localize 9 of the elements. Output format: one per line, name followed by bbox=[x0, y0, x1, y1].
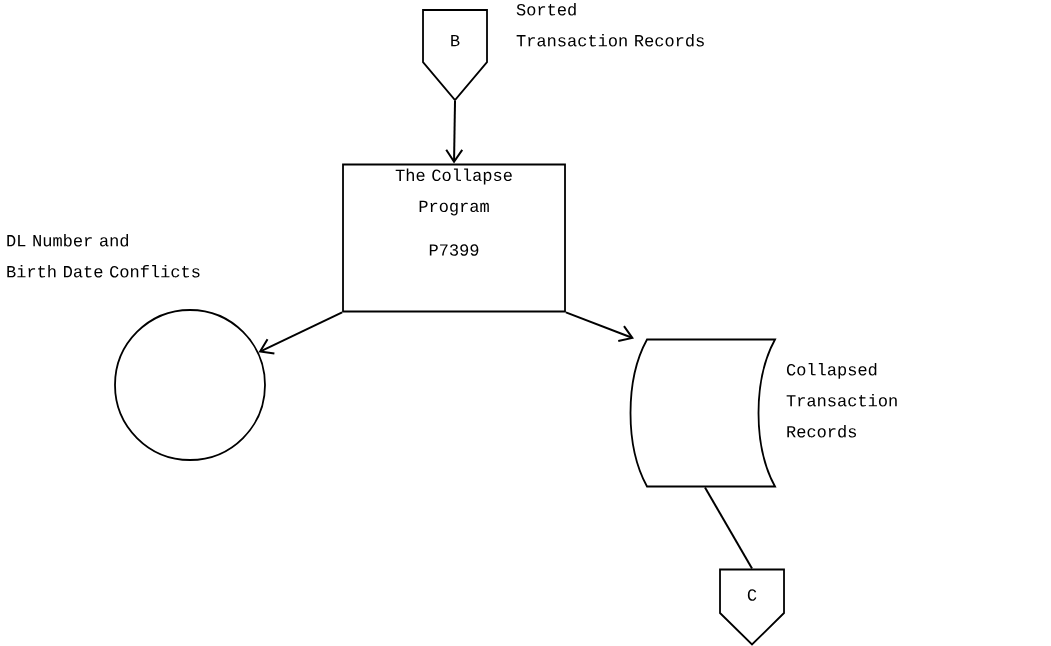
off-page-connector: B bbox=[422, 9, 488, 102]
off-page-connector: C bbox=[719, 568, 785, 646]
arrow bbox=[258, 311, 344, 355]
arrow bbox=[564, 311, 634, 343]
node-caption: DL Number and Birth Date Conflicts bbox=[7, 234, 200, 278]
node-caption: Sorted Transaction Records bbox=[516, 3, 704, 47]
node-caption: Collapsed Transaction Records bbox=[786, 363, 897, 438]
arrow bbox=[445, 100, 464, 164]
process-box: The Collapse Program P7399 bbox=[342, 163, 566, 313]
